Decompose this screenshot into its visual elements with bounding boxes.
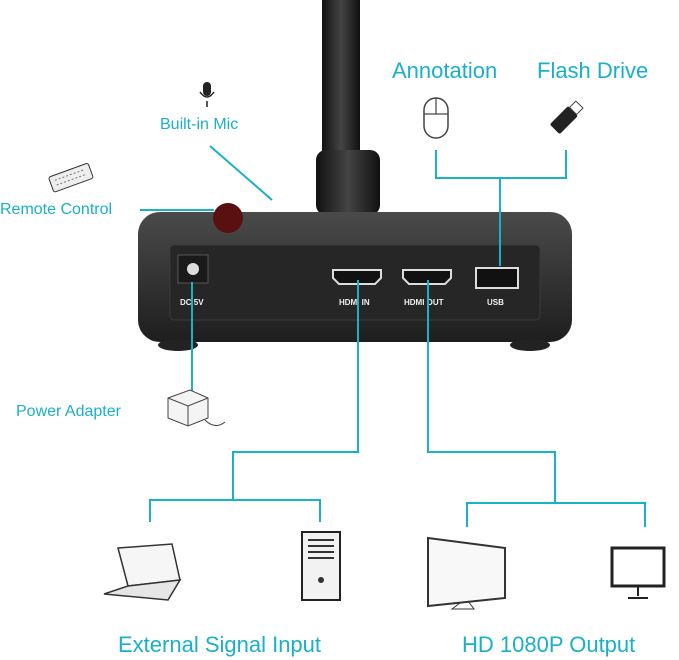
monitor-icon [610, 546, 666, 599]
connector-lines [140, 145, 646, 527]
power-adapter-icon [167, 389, 226, 427]
laptop-icon [103, 543, 182, 601]
hdmi-in-port [332, 269, 382, 285]
flash-drive-icon [550, 100, 584, 134]
gooseneck [322, 0, 360, 160]
port-label-hdmi-out: HDMI OUT [404, 298, 444, 307]
usb-port [475, 267, 519, 289]
desktop-tower-icon [301, 531, 341, 601]
label-external-signal-input: External Signal Input [118, 632, 322, 657]
port-label-hdmi-in: HDMI IN [339, 298, 370, 307]
hdmi-out-port [402, 269, 452, 285]
mouse-icon [423, 97, 449, 139]
label-annotation: Annotation [392, 58, 498, 83]
remote-control-icon [48, 163, 94, 193]
label-power-adapter: Power Adapter [16, 403, 121, 420]
tv-icon [427, 536, 506, 610]
ir-sensor [213, 203, 243, 233]
microphone-icon [199, 82, 215, 107]
label-hd-output: HD 1080P Output [462, 632, 636, 657]
label-remote-control: Remote Control [0, 201, 113, 218]
port-label-usb: USB [487, 298, 504, 307]
label-flash-drive: Flash Drive [537, 58, 649, 83]
label-built-in-mic: Built-in Mic [160, 116, 239, 133]
